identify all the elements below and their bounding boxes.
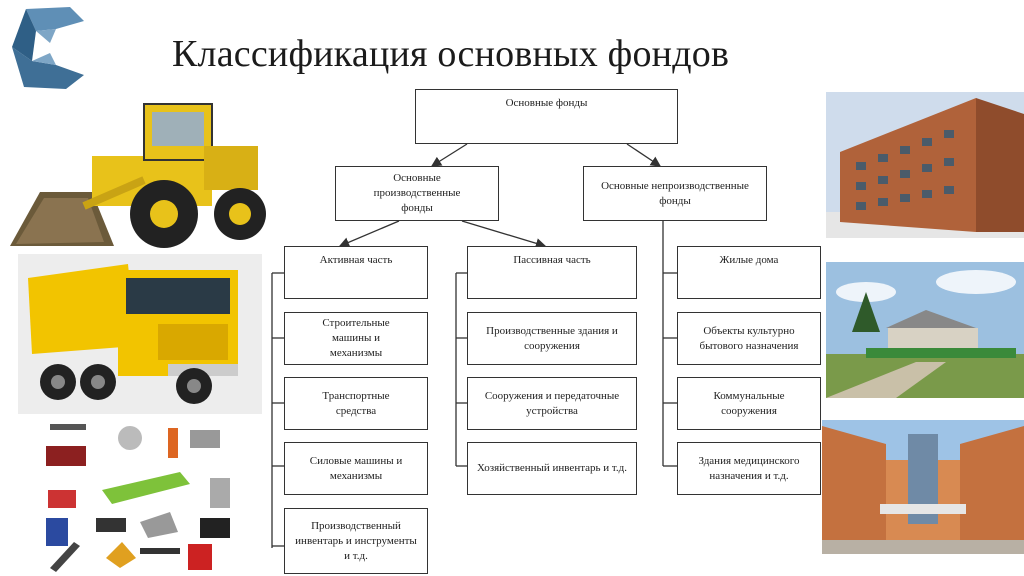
node-fixed-assets: Основные фонды [415, 89, 678, 144]
dump-truck-image [18, 254, 262, 414]
nonproduction-item: Объекты культурно бытового назначения [677, 312, 821, 365]
nonproduction-item: Жилые дома [677, 246, 821, 299]
tools-image [40, 418, 240, 574]
nonproduction-item: Коммунальные сооружения [677, 377, 821, 430]
active-item: Силовые машины и механизмы [284, 442, 428, 495]
active-item: Производственный инвентарь и инструменты… [284, 508, 428, 574]
passive-item: Производственные здания и сооружения [467, 312, 637, 365]
page-title: Классификация основных фондов [172, 33, 730, 75]
node-nonproduction-assets: Основные непроизводственные фонды [583, 166, 767, 221]
medical-building-image [822, 420, 1024, 554]
node-production-assets: Основные производственные фонды [335, 166, 499, 221]
cultural-building-image [826, 262, 1024, 398]
active-item: Транспортные средства [284, 377, 428, 430]
apartment-building-image [826, 92, 1024, 238]
nonproduction-item: Здания медицинского назначения и т.д. [677, 442, 821, 495]
node-active-part: Активная часть [284, 246, 428, 299]
active-item: Строительные машины и механизмы [284, 312, 428, 365]
wheel-loader-image [4, 96, 266, 256]
passive-item: Сооружения и передаточные устройства [467, 377, 637, 430]
node-passive-part: Пассивная часть [467, 246, 637, 299]
logo [12, 7, 84, 89]
passive-item: Хозяйственный инвентарь и т.д. [467, 442, 637, 495]
